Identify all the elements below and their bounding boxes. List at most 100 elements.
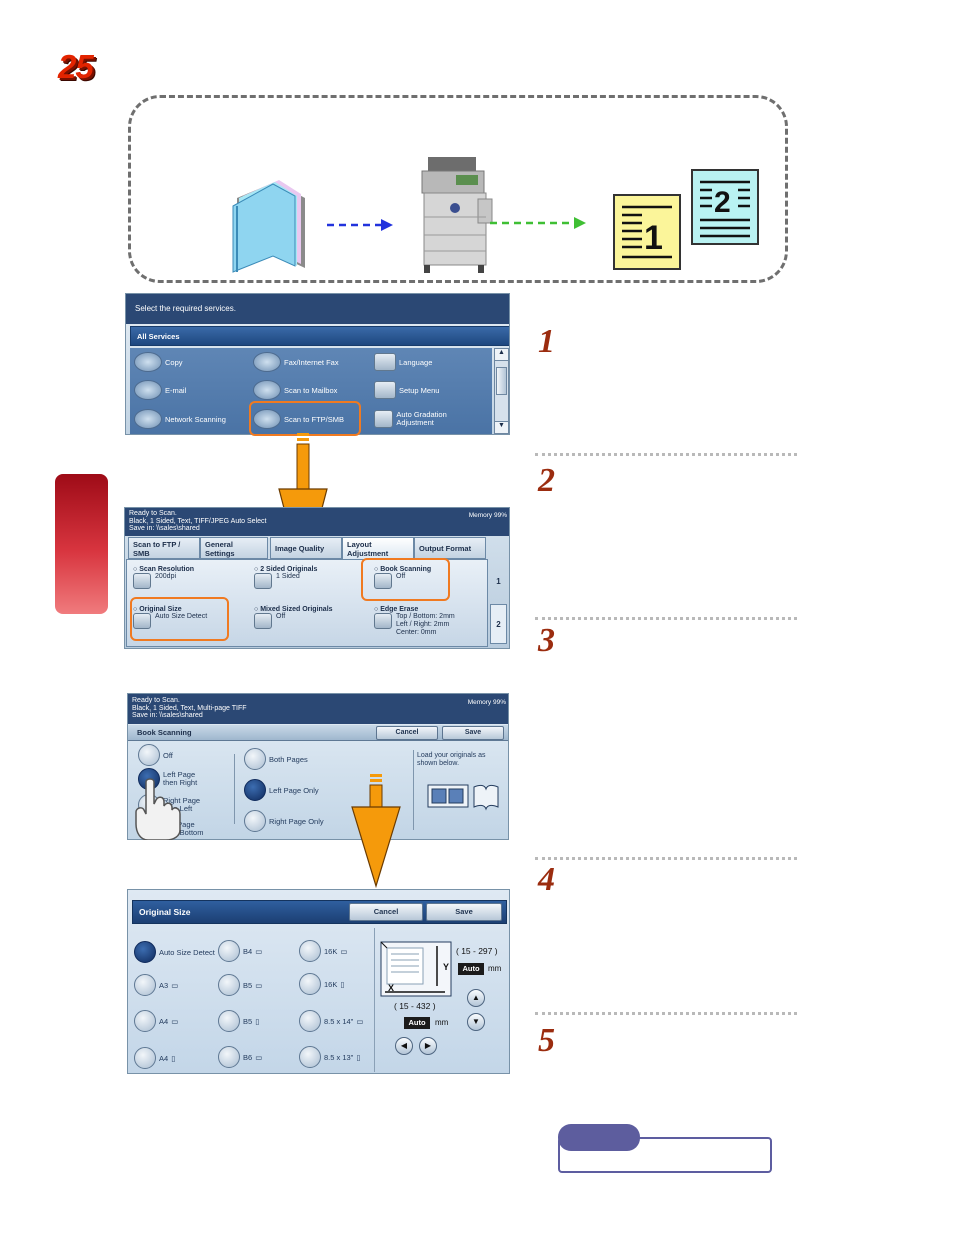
service-scan-to-ftp-button[interactable]: Scan to FTP/SMB xyxy=(253,409,344,429)
prompt-text: Select the required services. xyxy=(135,304,236,313)
option-off[interactable]: Off xyxy=(138,744,173,766)
highlight-scan-to-ftp xyxy=(249,401,361,436)
scroll-down-icon[interactable]: ▼ xyxy=(495,421,508,433)
y-range: ( 15 - 297 ) xyxy=(456,946,498,956)
size-b4[interactable]: B4▭ xyxy=(218,940,262,962)
email-icon xyxy=(134,380,162,400)
gradation-icon xyxy=(374,410,394,428)
service-scan-to-mailbox-button[interactable]: Scan to Mailbox xyxy=(253,380,337,400)
original-size-title: Original Size xyxy=(139,907,191,917)
tab-general-settings[interactable]: General Settings xyxy=(200,537,268,559)
y-axis-label: Y xyxy=(443,962,450,972)
option-both-pages[interactable]: Both Pages xyxy=(244,748,308,770)
x-unit: mm xyxy=(435,1018,449,1027)
step-5: 5 xyxy=(538,1022,555,1059)
service-setup-menu-button[interactable]: Setup Menu xyxy=(374,381,439,399)
custom-size-diagram-icon xyxy=(380,941,452,997)
save-button[interactable]: Save xyxy=(442,726,504,740)
service-copy-button[interactable]: Copy xyxy=(134,352,183,372)
y-auto-value[interactable]: Auto xyxy=(458,963,484,975)
tab-layout-adjustment[interactable]: Layout Adjustment xyxy=(342,537,414,559)
svg-text:2: 2 xyxy=(714,186,731,219)
size-a4-portrait[interactable]: A4▯ xyxy=(134,1047,175,1069)
size-16k-portrait[interactable]: 16K▯ xyxy=(299,973,345,995)
status-bar: Ready to Scan. Black, 1 Sided, Text, TIF… xyxy=(125,508,509,536)
landscape-icon: ▭ xyxy=(171,1016,179,1026)
blue-arrow-icon xyxy=(327,219,393,231)
landscape-icon: ▭ xyxy=(255,980,263,990)
service-email-button[interactable]: E-mail xyxy=(134,380,186,400)
down-arrow-icon-2 xyxy=(351,774,401,889)
highlight-book-scanning xyxy=(361,558,450,601)
size-auto-detect[interactable]: Auto Size Detect xyxy=(134,941,215,963)
size-a3[interactable]: A3▭ xyxy=(134,974,178,996)
step-1: 1 xyxy=(538,323,555,360)
scroll-thumb[interactable] xyxy=(496,367,507,395)
service-fax-button[interactable]: Fax/Internet Fax xyxy=(253,352,339,372)
option-right-page-only[interactable]: Right Page Only xyxy=(244,810,324,832)
size-b5-landscape[interactable]: B5▭ xyxy=(218,974,262,996)
cancel-button[interactable]: Cancel xyxy=(376,726,438,740)
x-range: ( 15 - 432 ) xyxy=(394,1001,436,1011)
status-bar-3: Ready to Scan. Black, 1 Sided, Text, Mul… xyxy=(128,694,508,724)
portrait-icon: ▯ xyxy=(171,1053,176,1063)
service-language-button[interactable]: Language xyxy=(374,353,432,371)
hand-pointer-icon xyxy=(135,778,181,840)
y-unit: mm xyxy=(488,964,502,973)
size-8-5x13[interactable]: 8.5 x 13"▯ xyxy=(299,1046,361,1068)
separator xyxy=(535,1012,797,1015)
landscape-icon: ▭ xyxy=(356,1016,364,1026)
prompt-bar: Select the required services. xyxy=(126,294,509,324)
size-b5-portrait[interactable]: B5▯ xyxy=(218,1010,259,1032)
tab-image-quality[interactable]: Image Quality xyxy=(270,537,342,559)
size-a4-landscape[interactable]: A4▭ xyxy=(134,1010,178,1032)
landscape-icon: ▭ xyxy=(171,980,179,990)
save-button-4[interactable]: Save xyxy=(426,903,502,921)
size-16k-landscape[interactable]: 16K▭ xyxy=(299,940,347,962)
all-services-header: All Services xyxy=(130,326,509,346)
book-orientation-icon xyxy=(427,784,499,811)
network-scan-icon xyxy=(134,409,162,429)
tab-scan-to-ftp[interactable]: Scan to FTP / SMB xyxy=(128,537,200,559)
landscape-icon: ▭ xyxy=(340,946,348,956)
services-scrollbar[interactable]: ▲ ▼ xyxy=(494,348,509,434)
decrease-y-button[interactable]: ▼ xyxy=(467,1013,485,1031)
section-side-tab xyxy=(55,474,108,614)
scroll-up-icon[interactable]: ▲ xyxy=(495,349,508,361)
separator xyxy=(535,857,797,860)
step-2: 2 xyxy=(538,462,555,499)
size-8-5x14[interactable]: 8.5 x 14"▭ xyxy=(299,1010,363,1032)
ftp-icon xyxy=(253,409,281,429)
page-indicator-2[interactable]: 2 xyxy=(490,604,507,644)
book-scanning-screen: Ready to Scan. Black, 1 Sided, Text, Mul… xyxy=(127,693,509,840)
setup-icon xyxy=(374,381,396,399)
copy-icon xyxy=(134,352,162,372)
service-auto-gradation-button[interactable]: Auto Gradation Adjustment xyxy=(374,410,474,428)
printer-illustration xyxy=(421,157,493,273)
page-two-icon: 2 xyxy=(691,169,759,245)
option-left-page-only[interactable]: Left Page Only xyxy=(244,779,319,801)
landscape-icon: ▭ xyxy=(255,1052,263,1062)
portrait-icon: ▯ xyxy=(340,979,345,989)
landscape-icon: ▭ xyxy=(255,946,263,956)
cancel-button-4[interactable]: Cancel xyxy=(349,903,423,921)
decrease-x-button[interactable]: ◀ xyxy=(395,1037,413,1055)
separator xyxy=(535,453,797,456)
tab-output-format[interactable]: Output Format xyxy=(414,537,486,559)
note-box xyxy=(558,1137,772,1173)
increase-x-button[interactable]: ▶ xyxy=(419,1037,437,1055)
service-network-scanning-button[interactable]: Network Scanning xyxy=(134,409,226,429)
separator xyxy=(535,617,797,620)
all-services-screen: Select the required services. All Servic… xyxy=(125,293,510,435)
increase-y-button[interactable]: ▲ xyxy=(467,989,485,1007)
size-b6[interactable]: B6▭ xyxy=(218,1046,262,1068)
x-auto-value[interactable]: Auto xyxy=(404,1017,430,1029)
portrait-icon: ▯ xyxy=(356,1052,361,1062)
fax-icon xyxy=(253,352,281,372)
